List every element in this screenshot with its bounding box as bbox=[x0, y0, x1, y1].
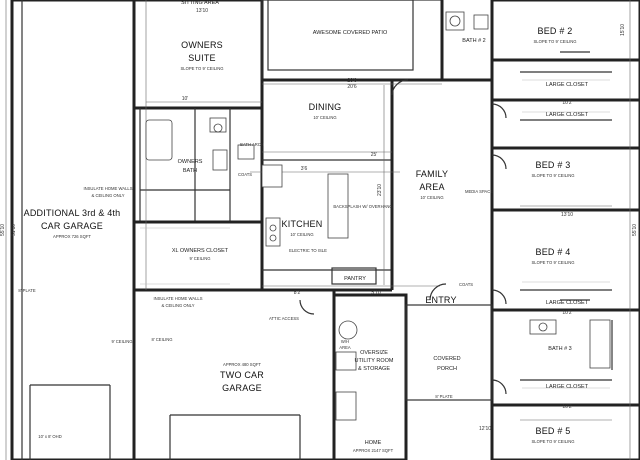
family-area-label-1: FAMILY bbox=[416, 169, 449, 179]
insulate-2a: INSULATE HOME WALLS bbox=[153, 296, 202, 301]
family-area-label-2: AREA bbox=[419, 182, 444, 192]
bed2-note: SLOPE TO 9' CEILING bbox=[533, 39, 576, 44]
ohd-label: 10' x 8' OHD bbox=[38, 434, 61, 439]
owners-suite-dim: 13'10 bbox=[196, 8, 208, 14]
backsplash-label: BACKSPLASH W/ OVERHANG bbox=[333, 204, 392, 209]
dining-note: 10' CEILING bbox=[313, 115, 336, 120]
bed5-note: SLOPE TO 9' CEILING bbox=[531, 439, 574, 444]
bed5-dim: 12'10 bbox=[479, 426, 491, 432]
two-car-sqft: APPROX 480 SQFT bbox=[223, 362, 261, 367]
bath-arch-label: BATH ARCH bbox=[240, 142, 264, 147]
dim-dining-left: 10' bbox=[182, 96, 189, 102]
dim-family-v: 23'10 bbox=[377, 184, 383, 196]
attic-access-label: ATTIC ACCESS bbox=[269, 316, 299, 321]
room-labels: SITTING AREA 13'10 OWNERS SUITE SLOPE TO… bbox=[18, 0, 588, 453]
bath3-label: BATH # 3 bbox=[548, 346, 571, 352]
owners-suite-label-2: SUITE bbox=[188, 53, 216, 63]
garage-big-label-1: ADDITIONAL 3rd & 4th bbox=[24, 208, 121, 218]
dimension-labels: 20'6 20'6 10' 25' 3'6 13'10 5'10 8'2 10'… bbox=[0, 24, 638, 410]
dim-bed5-w: 10'2 bbox=[562, 404, 572, 410]
insulate-1b: & CEILING ONLY bbox=[92, 193, 125, 198]
exterior-walls bbox=[10, 0, 640, 460]
dim-total-v: 55'10 bbox=[0, 224, 6, 236]
interior-walls bbox=[134, 58, 640, 407]
dim-bed2-w: 10'2 bbox=[562, 100, 572, 106]
owners-bath-label-2: BATH bbox=[183, 168, 197, 174]
owners-bath-label-1: OWNERS bbox=[178, 159, 203, 165]
coats-label-1: COATS bbox=[238, 172, 252, 177]
bed4-note: SLOPE TO 9' CEILING bbox=[531, 260, 574, 265]
bed2-label: BED # 2 bbox=[538, 26, 573, 36]
xl-closet-note: 9' CEILING bbox=[189, 256, 210, 261]
wh-label-1: W/H bbox=[341, 339, 349, 344]
fixtures bbox=[29, 11, 611, 460]
dim-patio-mid: 20'6 bbox=[347, 84, 357, 90]
bed4-label: BED # 4 bbox=[536, 247, 571, 257]
insulate-1a: INSULATE HOME WALLS bbox=[83, 186, 132, 191]
large-closet-4: LARGE CLOSET bbox=[546, 384, 589, 390]
bed3-label: BED # 3 bbox=[536, 160, 571, 170]
dim-bed3-w: 13'10 bbox=[561, 212, 573, 218]
large-closet-3: LARGE CLOSET bbox=[546, 300, 589, 306]
dim-garage-v: 51'10 bbox=[11, 224, 17, 236]
dining-label: DINING bbox=[309, 102, 342, 112]
large-closet-1: LARGE CLOSET bbox=[546, 82, 589, 88]
ceiling-9-label: 9' CEILING bbox=[111, 339, 132, 344]
plate-8-label: 8' PLATE bbox=[18, 288, 35, 293]
dim-kitchen-w: 3'6 bbox=[301, 166, 308, 172]
kitchen-note: 10' CEILING bbox=[290, 232, 313, 237]
dim-bed2-h: 15'10 bbox=[620, 24, 626, 36]
wh-label-2: AREA bbox=[339, 345, 351, 350]
two-car-label-2: GARAGE bbox=[222, 383, 262, 393]
large-closet-2: LARGE CLOSET bbox=[546, 112, 589, 118]
covered-patio-label: AWESOME COVERED PATIO bbox=[313, 30, 388, 36]
home-label-2: APPROX 2147 SQFT bbox=[353, 448, 394, 453]
dim-patio-top: 20'6 bbox=[347, 78, 357, 84]
utility-label-3: & STORAGE bbox=[358, 366, 390, 372]
dim-pantry-top: 5'10 bbox=[371, 290, 381, 296]
ceiling-8-label: 8' CEILING bbox=[151, 337, 172, 342]
utility-label-2: UTILITY ROOM bbox=[354, 358, 393, 364]
dim-bed4-w: 10'2 bbox=[562, 310, 572, 316]
coats-label-2: COATS bbox=[459, 282, 473, 287]
pantry-label: PANTRY bbox=[344, 276, 366, 282]
garage-big-label-2: CAR GARAGE bbox=[41, 221, 103, 231]
dimension-lines bbox=[5, 0, 631, 460]
dim-entry-w: 8'2 bbox=[294, 290, 301, 296]
two-car-label-1: TWO CAR bbox=[220, 370, 264, 380]
xl-closet-label: XL OWNERS CLOSET bbox=[172, 248, 229, 254]
family-area-note: 10' CEILING bbox=[420, 195, 443, 200]
dim-total-v-right: 55'10 bbox=[632, 224, 638, 236]
insulate-2b: & CEILING ONLY bbox=[162, 303, 195, 308]
utility-label-1: OVERSIZE bbox=[360, 350, 388, 356]
plate-8b-label: 8' PLATE bbox=[435, 394, 452, 399]
electric-to-isle: ELECTRIC TO ISLE bbox=[289, 248, 327, 253]
dim-family-width: 25' bbox=[371, 152, 378, 158]
covered-porch-label-2: PORCH bbox=[437, 366, 457, 372]
entry-label: ENTRY bbox=[425, 295, 456, 305]
kitchen-label: KITCHEN bbox=[282, 219, 323, 229]
sitting-area-label: SITTING AREA bbox=[181, 0, 219, 6]
owners-suite-note: SLOPE TO 9' CEILING bbox=[180, 66, 223, 71]
garage-big-sqft: APPROX 726 SQFT bbox=[53, 234, 91, 239]
bed3-note: SLOPE TO 9' CEILING bbox=[531, 173, 574, 178]
media-space-label: MEDIA SPACE bbox=[465, 189, 493, 194]
bed5-label: BED # 5 bbox=[536, 426, 571, 436]
home-label-1: HOME bbox=[365, 440, 382, 446]
owners-suite-label-1: OWNERS bbox=[181, 40, 223, 50]
covered-porch-label-1: COVERED bbox=[433, 356, 460, 362]
bath2-label: BATH # 2 bbox=[462, 38, 485, 44]
